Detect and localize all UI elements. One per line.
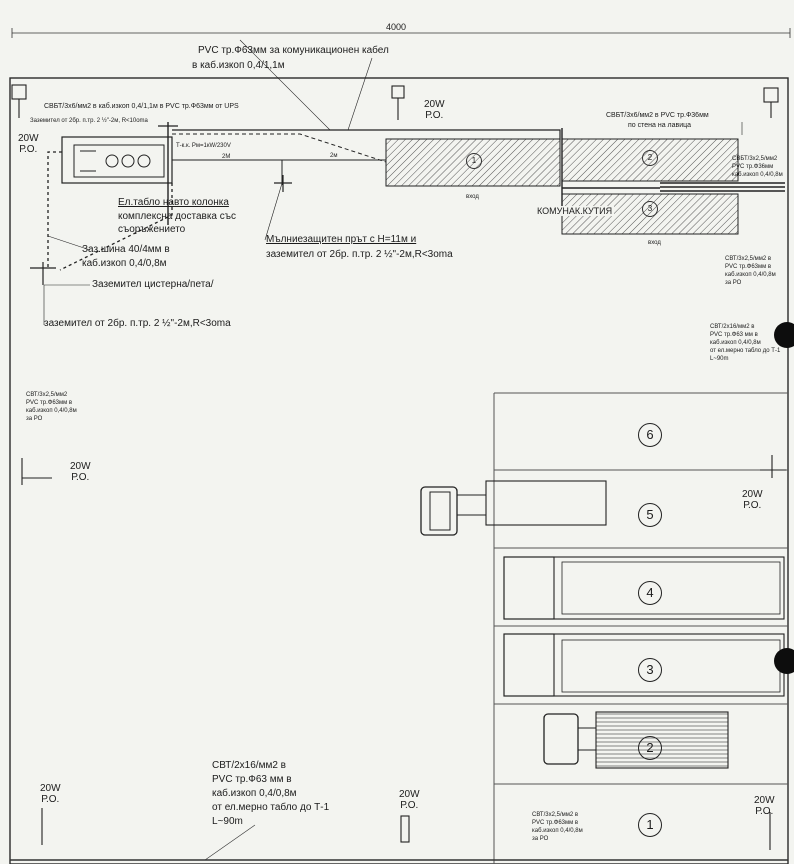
lamp-type: Р.О. (425, 109, 444, 121)
dimension-text: 4000 (386, 22, 407, 32)
truck-bay2 (543, 711, 729, 769)
left-cable-2: PVC тр.Ф63мм в (26, 400, 73, 406)
busbar-label-1: Заз.шина 40/4мм в (82, 244, 170, 255)
bottom-cable-2: PVC тр.Ф63 мм в (212, 774, 292, 785)
lightning-rod-label-2: заземител от 2бр. п.тр. 2 ½"-2м,R<3oma (266, 249, 453, 260)
dimension-line (11, 28, 791, 38)
pvc-comm-line1: PVC тр.Ф63мм за комуникационен кабел (198, 45, 389, 56)
island-number-1: 1 (466, 153, 482, 169)
busbar-label-2: каб.изкоп 0,4/0,8м (82, 258, 167, 269)
lamp-power: 20W (424, 99, 445, 110)
bottom-cable-4: от ел.мерно табло до Т-1 (212, 802, 330, 813)
cable-runs (43, 39, 785, 325)
lamp-type: Р.О. (755, 805, 774, 817)
parking-bays (493, 392, 788, 864)
ups-cable-label: СВБТ/3х6/мм2 в каб.изкоп 0,4/1,1м в PVC … (44, 103, 239, 110)
right-cable-b-2: PVC тр.Ф63мм в (725, 264, 772, 270)
bay-number-2: 2 (638, 736, 662, 760)
punch-hole-top (774, 322, 794, 348)
panel-inner-text: Т-к.к. Рм=1кW/230V (176, 143, 231, 149)
right-cable-a-2: PVC тр.Ф36мм (732, 164, 774, 170)
right-cable-a-1: СВБТ/3х2,5/мм2 (732, 156, 778, 162)
pvc-comm-line2: в каб.изкоп 0,4/1,1м (192, 60, 285, 71)
left-cable-1: СВТ/3х2,5/мм2 (26, 392, 68, 398)
lamp-label-3: 20W Р.О. (70, 461, 91, 483)
bay-number-1: 1 (638, 813, 662, 837)
bench-cable-1: СВБТ/3х6/мм2 в PVC тр.Ф36мм (606, 112, 709, 119)
lamp-power: 20W (742, 489, 763, 500)
punch-hole-bottom (774, 648, 794, 674)
lamp-type: Р.О. (71, 471, 90, 483)
right-cable-b-3: каб.изкоп 0,4/0,8м (725, 272, 776, 278)
panel-label-1: Ел.табло навто колонка (118, 197, 229, 208)
ground-small-label: Заземител от 2бр. п.тр. 2 ½"-2м, R<10oma (30, 118, 148, 124)
lamp-type: Р.О. (743, 499, 762, 511)
lamp-power: 20W (399, 789, 420, 800)
lamp-type: Р.О. (41, 793, 60, 805)
lamp-label-2: 20W Р.О. (18, 133, 39, 155)
lamp-label-5: 20W Р.О. (40, 783, 61, 805)
tank-ground-label: Заземител цистерна/пета/ (92, 279, 214, 290)
bay-number-5: 5 (638, 503, 662, 527)
bay-number-3: 3 (638, 658, 662, 682)
lamp-power: 20W (18, 133, 39, 144)
island-number-2: 2 (642, 150, 658, 166)
lamp-label-4: 20W Р.О. (742, 489, 763, 511)
left-cable-4: за РО (26, 416, 43, 422)
truck-bay5 (420, 480, 607, 536)
bay-number-6: 6 (638, 423, 662, 447)
left-cable-3: каб.изкоп 0,4/0,8м (26, 408, 77, 414)
bottom-cable-1: СВТ/2х16/мм2 в (212, 760, 286, 771)
electrical-panel (61, 136, 173, 184)
bottom-right-cable-4: за РО (532, 836, 549, 842)
right-cable-c-1: СВТ/2х16/мм2 в (710, 324, 755, 330)
island1-entry: вход (466, 194, 479, 200)
comm-box-label: КОМУНАК.КУТИЯ (535, 206, 615, 217)
distance-text: 2м (330, 153, 338, 159)
lamp-power: 20W (754, 795, 775, 806)
lamp-type: Р.О. (400, 799, 419, 811)
panel-label-2: комплексна доставка със (118, 211, 237, 222)
right-cable-c-4: от ел.мерно табло до Т-1 (710, 348, 781, 354)
panel-inner-text2: 2М (222, 154, 231, 160)
island2-entry: вход (648, 240, 661, 246)
lamp-posts (11, 84, 786, 850)
bottom-right-cable-1: СВТ/3х2,5/мм2 в (532, 812, 579, 818)
panel-label-3: съоръжението (118, 224, 186, 235)
lightning-rod-label-1: Мълниезащитен прът с Н=11м и (266, 234, 417, 245)
island-number-3: 3 (642, 201, 658, 217)
right-cable-c-3: каб.изкоп 0,4/0,8м (710, 340, 761, 346)
lamp-label-6: 20W Р.О. (399, 789, 420, 811)
lamp-power: 20W (40, 783, 61, 794)
lamp-label-1: 20W Р.О. (424, 99, 445, 121)
bottom-right-cable-2: PVC тр.Ф63мм в (532, 820, 579, 826)
right-cable-c-2: PVC тр.Ф63 мм в (710, 332, 758, 338)
right-cable-c-5: L~90m (710, 356, 729, 362)
main-ground-label: заземител от 2бр. п.тр. 2 ½"-2м,R<3oma (44, 318, 231, 329)
bay-number-4: 4 (638, 581, 662, 605)
lamp-label-7: 20W Р.О. (754, 795, 775, 817)
lamp-type: Р.О. (19, 143, 38, 155)
site-boundary (9, 77, 789, 864)
truck-bay4 (503, 556, 785, 620)
right-cable-b-1: СВТ/3х2,5/мм2 в (725, 256, 772, 262)
ground-electrodes (30, 125, 292, 285)
right-cable-a-3: каб.изкоп 0,4/0,8м (732, 172, 783, 178)
lamp-power: 20W (70, 461, 91, 472)
bench-cable-2: по стена на лавица (628, 122, 692, 129)
bottom-right-cable-3: каб.изкоп 0,4/0,8м (532, 828, 583, 834)
bottom-cable-5: L~90m (212, 816, 243, 827)
right-cable-b-4: за РО (725, 280, 742, 286)
bottom-cable-3: каб.изкоп 0,4/0,8м (212, 788, 297, 799)
